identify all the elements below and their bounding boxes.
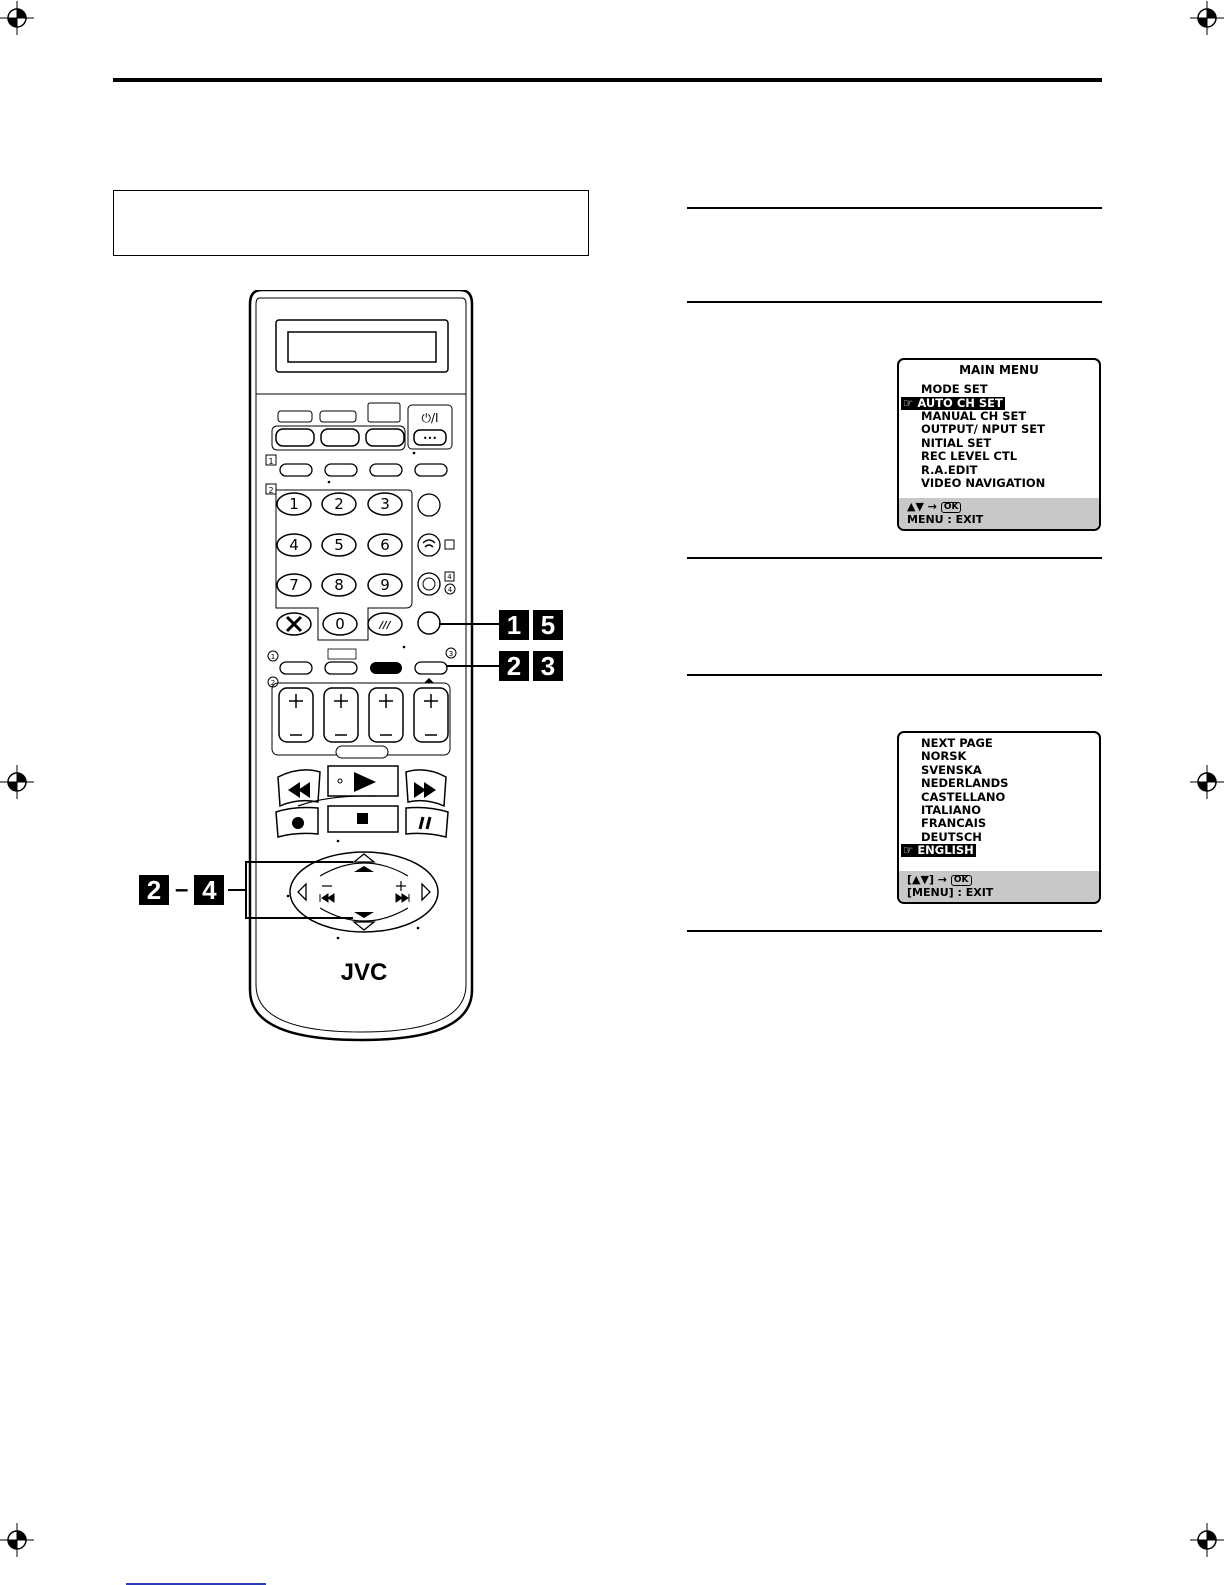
- menu-item[interactable]: CASTELLANO: [921, 789, 1006, 804]
- key-6[interactable]: 6: [380, 536, 390, 554]
- menu-item[interactable]: VIDEO NAVIGATION: [921, 475, 1046, 490]
- menu-item[interactable]: DEUTSCH: [921, 829, 982, 844]
- key-7[interactable]: 7: [289, 576, 299, 594]
- ok-icon: OK: [940, 502, 962, 513]
- menu-item[interactable]: SVENSKA: [921, 762, 982, 777]
- pointer-icon: ☞: [903, 395, 918, 410]
- menu-item[interactable]: R.A.EDIT: [921, 462, 978, 477]
- callout-line-menu: [439, 623, 499, 625]
- callout-bracket-arrows: [228, 861, 353, 919]
- instruction-box: [113, 190, 589, 256]
- menu-item[interactable]: NEDERLANDS: [921, 776, 1009, 791]
- language-menu-footer: [▲▼] → OK [MENU] : EXIT: [899, 871, 1099, 902]
- svg-text:1: 1: [271, 653, 275, 661]
- power-label: ⏻/I: [421, 411, 438, 425]
- callout-2-3: 2 3: [499, 650, 563, 682]
- svg-text:4: 4: [448, 586, 453, 594]
- step-divider: [687, 301, 1102, 303]
- header-rule: [113, 78, 1102, 82]
- key-5[interactable]: 5: [334, 536, 344, 554]
- menu-item[interactable]: ITALIANO: [921, 802, 982, 817]
- ok-icon: OK: [950, 875, 972, 886]
- key-3[interactable]: 3: [380, 495, 390, 513]
- registration-mark-icon: [0, 1, 34, 35]
- step-divider: [687, 674, 1102, 676]
- key-0[interactable]: 0: [335, 615, 345, 633]
- svg-text:2: 2: [271, 679, 275, 687]
- menu-item[interactable]: MODE SET: [921, 382, 988, 397]
- menu-item[interactable]: MANUAL CH SET: [921, 408, 1027, 423]
- main-menu-title: MAIN MENU: [959, 363, 1039, 377]
- step-divider: [687, 557, 1102, 559]
- menu-item[interactable]: FRANCAIS: [921, 816, 987, 831]
- remote-control-illustration: ⏻/I ••• 1 2 1 2 3 4 5 6 7 8 9 0 ///: [248, 290, 474, 1042]
- callout-line-ok: [446, 665, 499, 667]
- menu-item[interactable]: ☞ ENGLISH: [901, 843, 976, 858]
- jvc-logo: JVC: [341, 959, 388, 986]
- menu-item[interactable]: NEXT PAGE: [921, 736, 993, 750]
- svg-text:///: ///: [379, 620, 392, 631]
- registration-mark-icon: [1190, 1523, 1224, 1557]
- svg-text:1: 1: [268, 457, 273, 466]
- main-menu-footer: ▲▼ → OK MENU : EXIT: [899, 498, 1099, 529]
- step-divider: [687, 207, 1102, 209]
- key-1[interactable]: 1: [289, 495, 299, 513]
- key-9[interactable]: 9: [380, 576, 390, 594]
- callout-2-4: 2 – 4: [139, 874, 225, 906]
- registration-mark-icon: [1190, 1, 1224, 35]
- menu-item[interactable]: REC LEVEL CTL: [921, 449, 1018, 464]
- menu-item[interactable]: ☞ AUTO CH SET: [901, 395, 1005, 410]
- key-2[interactable]: 2: [334, 495, 344, 513]
- menu-item[interactable]: NORSK: [921, 749, 967, 764]
- step-divider: [687, 930, 1102, 932]
- svg-text:4: 4: [447, 573, 452, 581]
- svg-text:•••: •••: [423, 434, 437, 443]
- svg-text:2: 2: [268, 486, 273, 495]
- callout-1-5: 1 5: [499, 609, 563, 641]
- registration-mark-icon: [1190, 765, 1224, 799]
- svg-text:3: 3: [449, 650, 453, 658]
- registration-mark-icon: [0, 765, 34, 799]
- menu-item[interactable]: NITIAL SET: [921, 435, 992, 450]
- menu-item[interactable]: OUTPUT/ NPUT SET: [921, 422, 1045, 437]
- registration-mark-icon: [0, 1523, 34, 1557]
- key-8[interactable]: 8: [334, 576, 344, 594]
- key-4[interactable]: 4: [289, 536, 299, 554]
- pointer-icon: ☞: [903, 843, 918, 858]
- footer-link-underline: [126, 1583, 266, 1585]
